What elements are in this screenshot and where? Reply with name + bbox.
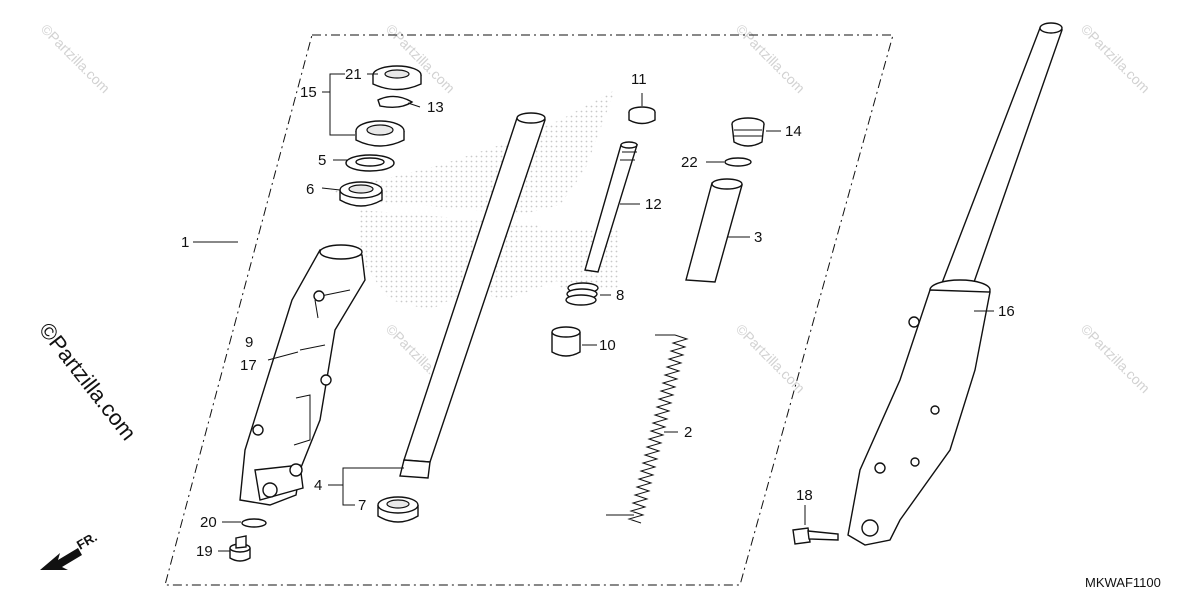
callout-21[interactable]: 21: [345, 66, 362, 83]
watermark-mid-right: ©Partzilla.com: [1078, 321, 1153, 396]
part-18-bolt: [792, 527, 839, 545]
callout-18[interactable]: 18: [796, 487, 813, 504]
callout-12[interactable]: 12: [645, 196, 662, 213]
callout-5[interactable]: 5: [318, 152, 326, 169]
callout-10[interactable]: 10: [599, 337, 616, 354]
callout-20[interactable]: 20: [200, 514, 217, 531]
callout-14[interactable]: 14: [785, 123, 802, 140]
callout-4[interactable]: 4: [314, 477, 322, 494]
front-arrow-icon: [40, 548, 82, 570]
callout-22[interactable]: 22: [681, 154, 698, 171]
callout-7[interactable]: 7: [358, 497, 366, 514]
callout-9[interactable]: 9: [245, 334, 253, 351]
part-5-washer: [345, 154, 395, 172]
callout-1[interactable]: 1: [181, 234, 189, 251]
watermark-mid-center-right: ©Partzilla.com: [733, 321, 808, 396]
part-4-fork-pipe: [399, 112, 546, 479]
callout-17[interactable]: 17: [240, 357, 257, 374]
part-7-bushing: [377, 496, 419, 523]
part-2-fork-spring: [606, 334, 689, 524]
part-15-oil-seal: [355, 120, 405, 147]
part-3-collar: [685, 178, 743, 283]
part-11-ring: [628, 106, 656, 125]
diagram-code: MKWAF1100: [1085, 575, 1161, 590]
part-10-piece: [551, 326, 581, 357]
part-22-o-ring: [724, 157, 752, 167]
callout-13[interactable]: 13: [427, 99, 444, 116]
part-12-damper-rod: [584, 141, 638, 273]
part-13-clip: [377, 95, 414, 109]
part-9-fork-slider: [239, 244, 366, 506]
watermark-top-left: ©Partzilla.com: [38, 21, 113, 96]
assembly-frame: [164, 34, 894, 586]
part-20-washer: [241, 518, 267, 528]
front-direction-indicator: FR.: [40, 529, 100, 570]
part-6-bushing: [339, 181, 383, 207]
callout-6[interactable]: 6: [306, 181, 314, 198]
callout-11[interactable]: 11: [631, 71, 647, 88]
part-8-rebound-spring: [565, 282, 599, 306]
part-21-dust-seal: [372, 65, 422, 91]
part-19-socket-bolt: [229, 535, 251, 562]
callout-3[interactable]: 3: [754, 229, 762, 246]
callout-19[interactable]: 19: [196, 543, 213, 560]
callouts: 21 15 13 5 6 1 9 17 4 7 11 12 8 10 2 14 …: [181, 66, 1015, 560]
watermark-main: ©Partzilla.com: [34, 318, 141, 445]
part-16-fork-assembly: [847, 22, 1063, 546]
watermark-top-center-right: ©Partzilla.com: [733, 21, 808, 96]
watermark-top-right: ©Partzilla.com: [1078, 21, 1153, 96]
callout-16[interactable]: 16: [998, 303, 1015, 320]
callout-15[interactable]: 15: [300, 84, 317, 101]
leader-lines: [193, 73, 994, 552]
callout-8[interactable]: 8: [616, 287, 624, 304]
part-14-fork-bolt: [731, 117, 765, 147]
callout-2[interactable]: 2: [684, 424, 692, 441]
